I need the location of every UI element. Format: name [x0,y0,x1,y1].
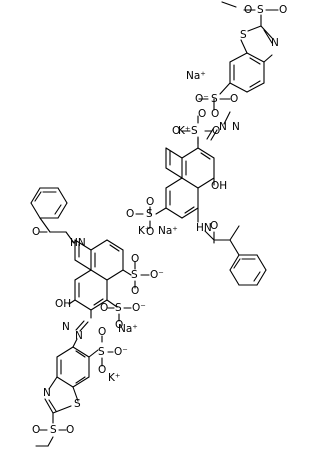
atom-labels: O S O S N O⁻ S O O N N S O O O OH S O O … [32,4,287,436]
atom-o: O [98,364,106,376]
atom-o: O [279,4,287,16]
hydroxyl-label: OH [211,180,227,192]
counter-ions: Na⁺ K⁺ K⁺ Na⁺ Na⁺ K⁺ [108,70,206,384]
atom-o: O [198,108,206,120]
upper-sulfonate-groups [135,115,212,229]
molecule-drawing: O S O S N O⁻ S O O N N S O O O OH S O O … [30,1,287,447]
atom-s: S [131,269,138,281]
atom-s: S [146,208,153,220]
sodium-ion: Na⁺ [186,70,206,82]
lower-azo-link [72,320,89,348]
chemical-structure-figure: O S O S N O⁻ S O O N N S O O O OH S O O … [30,1,287,447]
amide-nh-label: HN [196,222,212,234]
sodium-ion: Na⁺ [158,225,178,237]
hydroxyl-label: OH [55,298,71,310]
upper-naphthalene [155,137,215,223]
atom-o: O [131,253,139,265]
atom-o: O [211,108,219,120]
atom-s: S [115,302,122,314]
lower-molecule [30,187,150,447]
atom-o: O [115,319,123,331]
atom-o: O [146,226,154,238]
atom-o: O [244,4,252,16]
atom-o: O [32,226,40,238]
atom-s: S [191,125,198,137]
sodium-ion: Na⁺ [118,323,138,335]
atom-o-anion: O⁻ [150,269,164,281]
upper-molecule [135,1,279,286]
atom-o: O [212,125,220,137]
lower-sulfonate-groups [107,261,150,322]
atom-s: S [240,29,247,41]
atom-n: N [271,37,279,49]
atom-n: N [75,330,83,342]
atom-s: S [211,93,218,105]
potassium-ion: K⁺ [178,125,190,137]
atom-s: S [98,346,105,358]
atom-s: S [257,4,264,16]
atom-n: N [62,321,70,333]
upper-benzothiazole [198,1,279,141]
amide-nh-label: HN [70,237,86,249]
atom-s: S [50,424,57,436]
atom-o: O [131,285,139,297]
atom-o: O [32,424,40,436]
atom-o: O [230,93,238,105]
lower-benzamide [30,187,75,244]
atom-n: N [43,387,51,399]
potassium-ion: K⁺ [108,372,120,384]
atom-o: O [146,196,154,208]
atom-o-anion: O⁻ [132,302,146,314]
atom-o: O [126,208,134,220]
upper-benzamide [204,225,267,286]
atom-o: O [98,326,106,338]
atom-o: O [210,220,218,232]
atom-o-anion: O⁻ [195,93,209,105]
atom-o: O [66,424,74,436]
atom-o: O [100,302,108,314]
lower-benzothiazole [35,335,114,447]
lower-naphthalene [68,239,132,319]
atom-n: N [219,121,227,133]
atom-o-anion: O⁻ [114,346,128,358]
atom-s: S [74,398,81,410]
atom-n: N [232,121,240,133]
atom-o: O [172,125,180,137]
potassium-ion: K⁺ [138,225,150,237]
